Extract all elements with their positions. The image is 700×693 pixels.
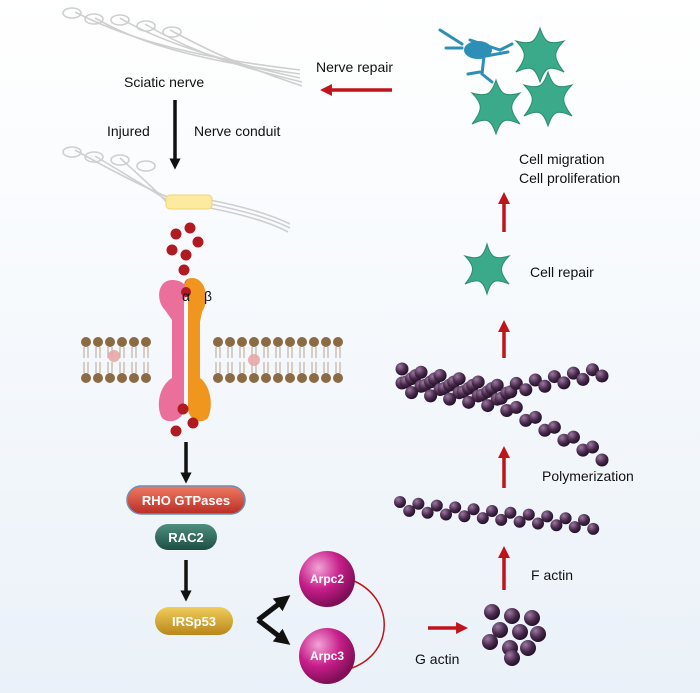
alpha-label: α [182,288,190,304]
ligand-molecules [166,222,204,290]
cell-membrane [81,337,343,383]
rho-gtpases-node: RHO GTPases [126,485,246,515]
cell-migration-label: Cell migration [519,151,605,167]
nerve-repair-label: Nerve repair [316,59,393,75]
fork-arrow [256,595,291,645]
integrin-receptor: α β [158,278,212,422]
g-actin-cluster [482,604,546,666]
polymerization-label: Polymerization [542,468,634,484]
sciatic-nerve-label: Sciatic nerve [124,74,204,90]
arpc3-node: Arpc3 [299,628,355,684]
f-actin-label: F actin [531,567,573,583]
actin-bundle [395,362,609,467]
regenerating-cells-icon [438,26,574,136]
nerve-conduit-icon [62,146,291,233]
arpc3-label: Arpc3 [310,649,344,663]
sciatic-nerve-icon [62,7,303,87]
g-actin-label: G actin [415,651,459,667]
arp-complex-link [351,579,385,669]
intracellular-ligands [170,403,199,437]
rac2-node: RAC2 [155,524,217,550]
f-actin-filament [394,496,600,535]
irsp53-label: IRSp53 [172,614,216,629]
beta-label: β [204,288,212,304]
rho-gtpases-label: RHO GTPases [142,493,230,508]
irsp53-node: IRSp53 [155,607,233,635]
arpc2-label: Arpc2 [310,572,344,586]
rac2-label: RAC2 [168,530,203,545]
nerve-conduit-label: Nerve conduit [194,123,280,139]
arpc2-node: Arpc2 [299,551,355,607]
repair-cell-icon [463,242,511,296]
cell-repair-label: Cell repair [530,264,594,280]
cell-proliferation-label: Cell proliferation [519,170,620,186]
injured-label: Injured [107,123,150,139]
